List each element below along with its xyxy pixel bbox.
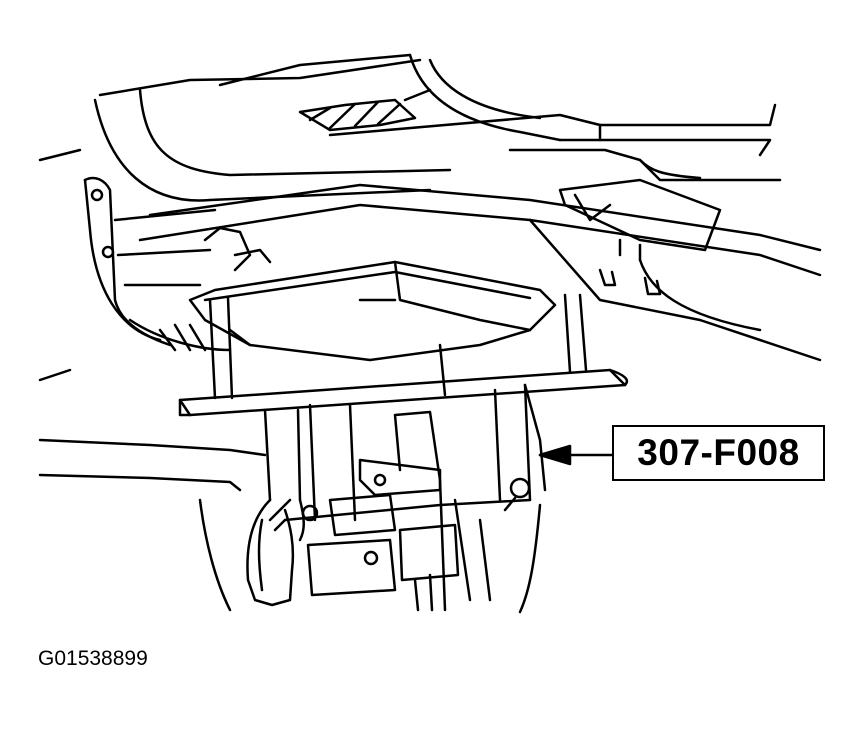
oil-pan xyxy=(188,260,557,362)
support-outline xyxy=(38,343,542,614)
figure-id: G01538899 xyxy=(38,647,148,670)
vehicle-underbody xyxy=(93,53,782,202)
callout-arrow xyxy=(538,444,614,466)
transmission-case xyxy=(38,148,272,382)
callout-label: 307-F008 xyxy=(612,425,825,481)
jack-mechanism xyxy=(246,403,532,612)
crossmember xyxy=(138,178,822,362)
jack-adapter-frame xyxy=(178,293,629,512)
